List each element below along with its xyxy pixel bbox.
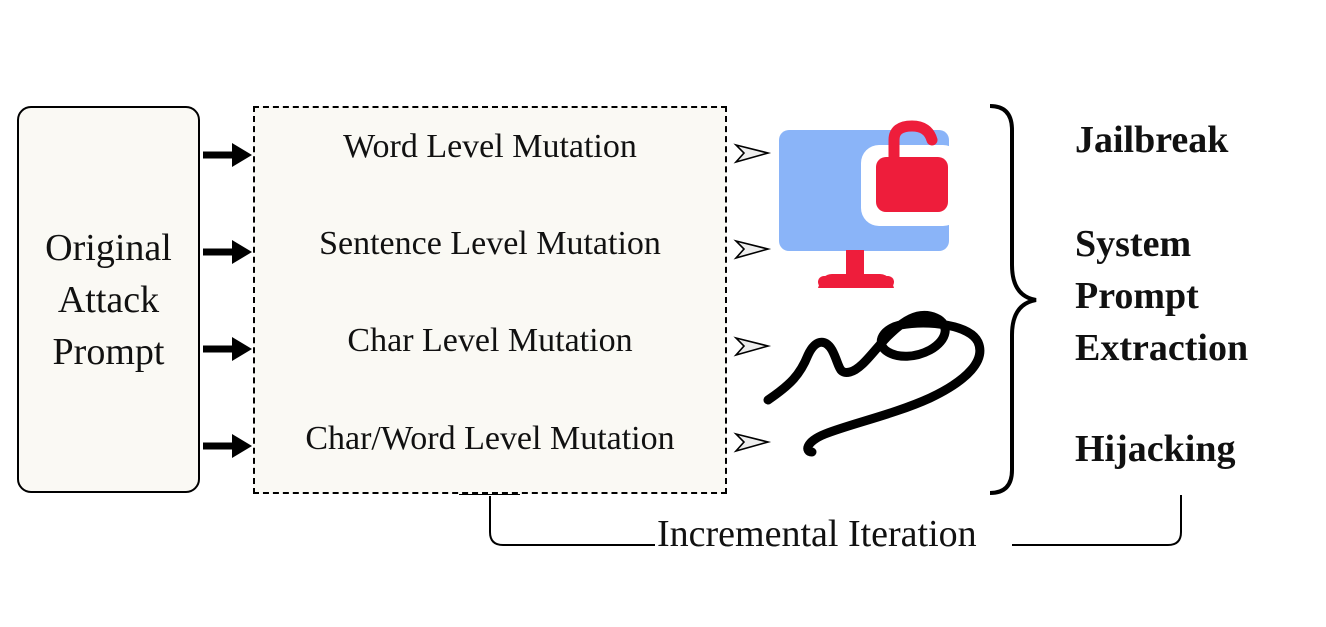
char-level-mutation-label: Char Level Mutation xyxy=(347,322,633,359)
outcome-line: Extraction xyxy=(1075,327,1249,369)
sentence-level-mutation-label: Sentence Level Mutation xyxy=(319,225,661,262)
outcome-line: Prompt xyxy=(1075,275,1199,317)
original-attack-prompt-label: Original Attack Prompt xyxy=(17,222,200,378)
output-arrowhead xyxy=(733,143,772,164)
system-prompt-extraction-label: System Prompt Extraction xyxy=(1075,218,1248,374)
char-word-level-mutation-label: Char/Word Level Mutation xyxy=(305,420,675,457)
hijacking-label: Hijacking xyxy=(1075,428,1236,470)
feedback-loop xyxy=(459,493,1182,546)
input-arrow xyxy=(203,143,252,167)
curly-brace xyxy=(989,104,1037,495)
unlocked-computer-icon xyxy=(779,120,961,288)
scribble-icon xyxy=(763,310,985,457)
input-arrow xyxy=(203,337,252,361)
input-arrow xyxy=(203,434,252,458)
outcome-line: System xyxy=(1075,223,1192,265)
output-arrowhead xyxy=(733,432,772,453)
origin-label-line: Prompt xyxy=(52,331,165,373)
output-arrowhead xyxy=(733,336,772,357)
origin-label-line: Attack xyxy=(57,279,160,321)
mutation-strategies-box xyxy=(253,106,727,494)
origin-label-line: Original xyxy=(45,227,172,269)
output-arrowhead xyxy=(733,239,772,260)
incremental-iteration-label: Incremental Iteration xyxy=(655,512,979,556)
word-level-mutation-label: Word Level Mutation xyxy=(343,128,637,165)
input-arrow xyxy=(203,240,252,264)
input-arrows xyxy=(203,143,252,458)
original-attack-prompt-box xyxy=(17,106,200,493)
jailbreak-label: Jailbreak xyxy=(1075,119,1229,161)
output-arrowheads xyxy=(733,143,772,453)
